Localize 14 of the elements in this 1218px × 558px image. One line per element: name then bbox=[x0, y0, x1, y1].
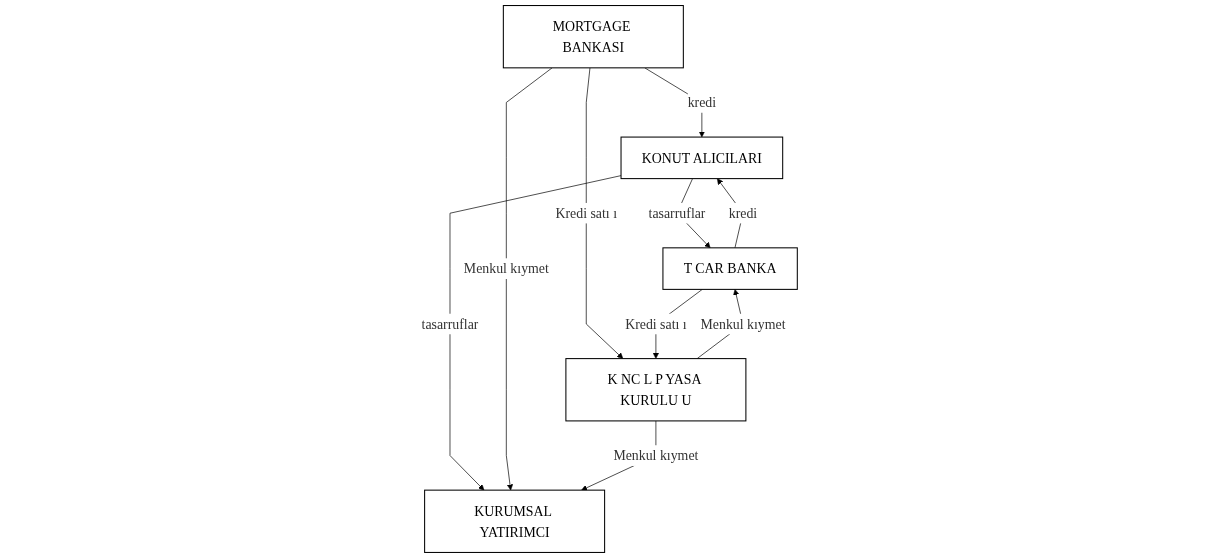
node-box: K NC L P YASA KURULU U bbox=[564, 358, 746, 422]
edge-label: Kredi satı ı bbox=[555, 205, 617, 221]
node-box: T CAR BANKA bbox=[662, 247, 798, 290]
edge-label: Menkul kıymet bbox=[463, 260, 549, 277]
edge-label: kredi bbox=[687, 94, 716, 111]
edge-label: tasarruflar bbox=[421, 316, 479, 332]
node-box: KONUT ALICILARI bbox=[620, 136, 783, 180]
edge-label: Menkul kıymet bbox=[612, 447, 698, 464]
edge-label: kredi bbox=[728, 205, 757, 221]
edge-label: Menkul kıymet bbox=[700, 316, 786, 332]
edge-label: tasarruflar bbox=[648, 205, 706, 221]
node-box: MORTGAGE BANKASI bbox=[502, 5, 684, 69]
node-box: KURUMSAL YATIRIMCI bbox=[423, 489, 605, 553]
edge-label: Kredi satı ı bbox=[624, 316, 687, 332]
